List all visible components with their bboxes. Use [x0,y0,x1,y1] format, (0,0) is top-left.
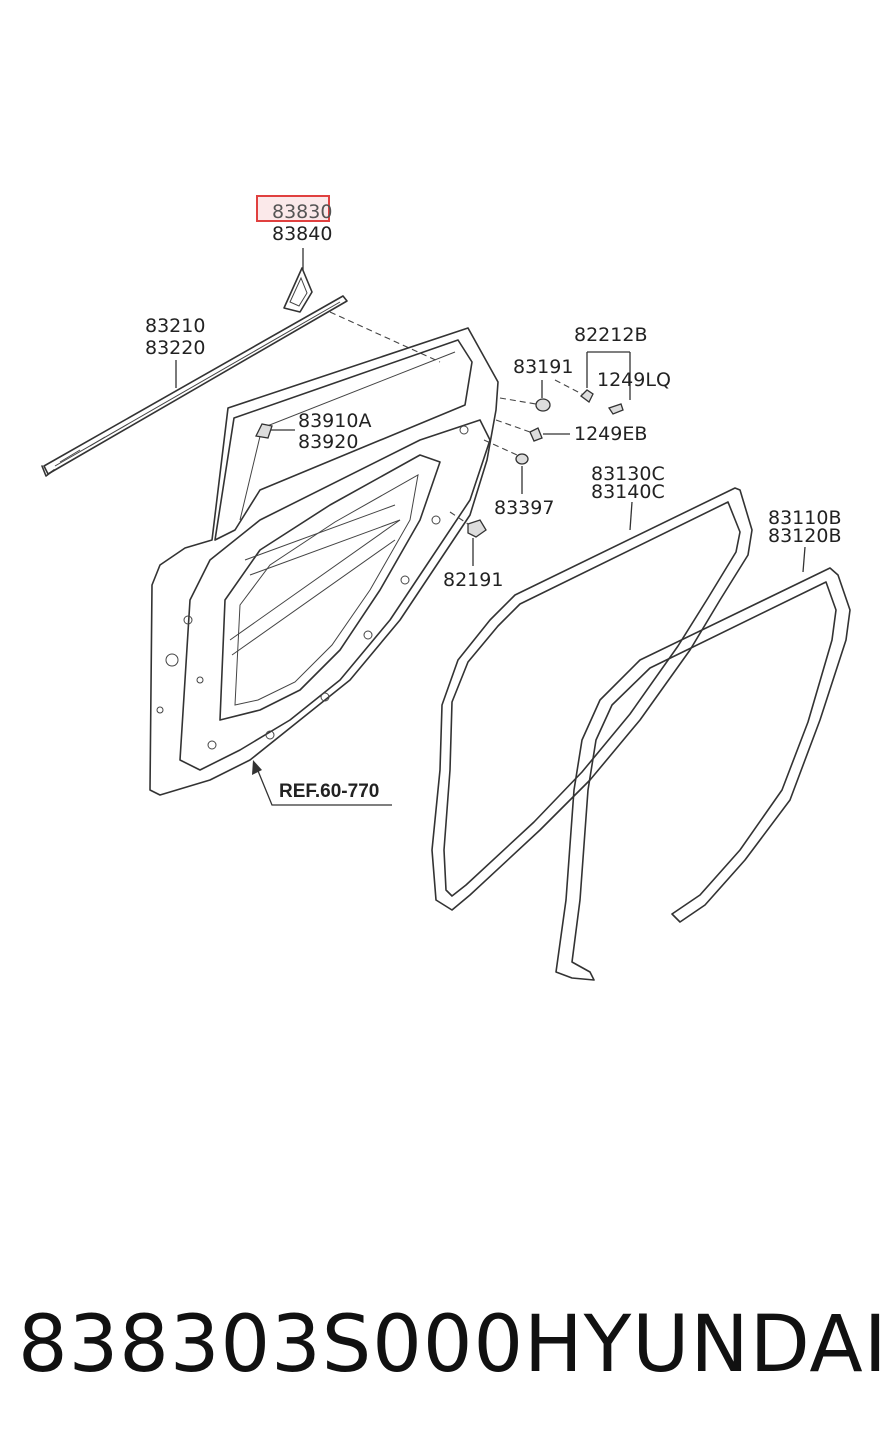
door-panel [149,327,499,796]
label-83210[interactable]: 83210 [145,315,205,337]
bumper-82191 [467,519,487,538]
clip-82212B [580,389,594,403]
label-83130C[interactable]: 83130C [591,463,665,485]
label-83910A[interactable]: 83910A [298,410,371,432]
label-83191[interactable]: 83191 [513,356,573,378]
dash-83397 [483,439,518,456]
footer: 838303S000 HYUNDAI [0,1290,886,1400]
leader-83110B [802,546,806,573]
highlight-box [256,195,330,222]
label-83840[interactable]: 83840 [272,223,332,245]
label-83110B[interactable]: 83110B [768,507,841,529]
dash-1249EB [495,419,531,433]
label-82212B[interactable]: 82212B [574,324,647,346]
leader-82212B [586,351,631,400]
plug-83397 [515,453,529,465]
plug-83191 [535,398,551,412]
label-ref[interactable]: REF.60-770 [279,781,379,802]
delta-moulding [283,267,313,313]
dash-83191 [499,397,537,405]
label-83220[interactable]: 83220 [145,337,205,359]
label-83140C[interactable]: 83140C [591,481,665,503]
dash-moulding-door [329,311,441,363]
label-1249EB[interactable]: 1249EB [574,423,647,445]
parts-diagram: 83830 83840 83210 83220 [41,195,851,981]
part-number: 838303S000 [18,1300,525,1390]
weatherstrip-83130C [431,487,753,911]
leader-83130C [629,501,633,531]
ref-arrow-head [252,760,262,775]
label-83830[interactable]: 83830 [272,201,332,223]
label-83920[interactable]: 83920 [298,431,358,453]
dash-82191 [449,511,469,525]
brand-name: HYUNDAI [524,1300,886,1390]
label-1249LQ[interactable]: 1249LQ [597,369,671,391]
belt-moulding-strip [41,295,348,477]
label-83120B[interactable]: 83120B [768,525,841,547]
dash-82212B [554,379,583,395]
screw-1249EB [529,427,543,442]
screw-1249LQ [607,403,624,415]
leader-ref [255,765,392,806]
weatherstrip-83110B [555,567,851,981]
label-83397[interactable]: 83397 [494,497,554,519]
bracket-83910A [255,423,273,439]
label-82191[interactable]: 82191 [443,569,503,591]
